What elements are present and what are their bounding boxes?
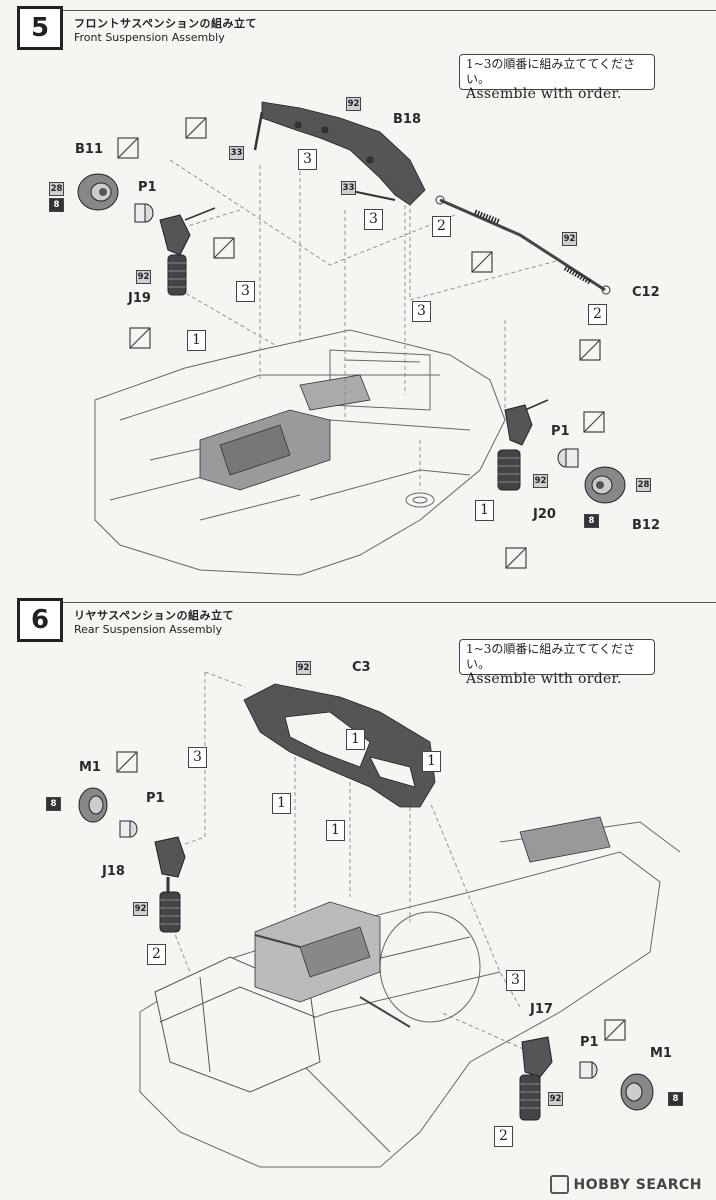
- label-m1-right: M1: [650, 1046, 672, 1061]
- label-b11: B11: [75, 142, 103, 157]
- ref-8-right: 8: [584, 514, 599, 528]
- step-title-en: Rear Suspension Assembly: [74, 623, 223, 636]
- j17-upright: [519, 1036, 553, 1121]
- ref-28-left: 28: [49, 182, 64, 196]
- label-b18: B18: [393, 112, 421, 127]
- no-glue-icons: [116, 751, 626, 1041]
- order-1-b: 1: [475, 500, 494, 521]
- hobby-search-logo-icon: [549, 1175, 569, 1194]
- step-number: 6: [17, 598, 63, 642]
- watermark-text: HOBBY SEARCH: [573, 1176, 702, 1193]
- ref-92-c3: 92: [296, 661, 311, 675]
- label-b12: B12: [632, 518, 660, 533]
- step-title-jp: リヤサスペンションの組み立て: [74, 609, 235, 622]
- order-3-a: 3: [298, 149, 317, 170]
- j20-upright: [497, 399, 549, 491]
- note-en: Assemble with order.: [466, 86, 622, 102]
- no-glue-icons: [117, 117, 605, 569]
- m1-hub-right: [620, 1073, 654, 1111]
- engine-block: [199, 374, 371, 491]
- order-2-a: 2: [432, 216, 451, 237]
- label-p1-right: P1: [580, 1035, 599, 1050]
- b11-hub: [77, 173, 119, 211]
- order-1-b: 1: [422, 751, 441, 772]
- c12-tie-rod: [435, 195, 611, 295]
- label-c3: C3: [352, 660, 371, 675]
- label-m1-left: M1: [79, 760, 101, 775]
- label-j20: J20: [533, 507, 556, 522]
- step-6: 6 リヤサスペンションの組み立て Rear Suspension Assembl…: [0, 592, 716, 1200]
- m1-hub-left: [78, 787, 108, 823]
- assembly-order-note: 1~3の順番に組み立ててください。 Assemble with order.: [459, 639, 655, 687]
- order-1-d: 1: [326, 820, 345, 841]
- step-5: 5 フロントサスペンションの組み立て Front Suspension Asse…: [0, 0, 716, 590]
- label-c12: C12: [632, 285, 660, 300]
- ref-92-j20: 92: [533, 474, 548, 488]
- label-p1-left: P1: [146, 791, 165, 806]
- order-1-a: 1: [346, 729, 365, 750]
- assembly-order-note: 1~3の順番に組み立ててください。 Assemble with order.: [459, 54, 655, 102]
- label-j19: J19: [128, 291, 151, 306]
- ref-28-right: 28: [636, 478, 651, 492]
- label-j17: J17: [530, 1002, 553, 1017]
- order-2-a: 2: [147, 944, 166, 965]
- rear-suspension-drawing: [78, 671, 681, 1168]
- step-divider: [63, 10, 716, 11]
- ref-92-b18: 92: [346, 97, 361, 111]
- watermark: HOBBY SEARCH: [549, 1175, 702, 1194]
- b12-hub: [584, 466, 626, 504]
- label-p1-left: P1: [138, 180, 157, 195]
- note-en: Assemble with order.: [466, 671, 622, 687]
- note-jp: 1~3の順番に組み立ててください。: [466, 57, 635, 86]
- ref-92-j17: 92: [548, 1092, 563, 1106]
- p1-collar-right: [579, 1061, 598, 1079]
- ref-33-top: 33: [229, 146, 244, 160]
- order-2-b: 2: [494, 1126, 513, 1147]
- p1-collar-left: [134, 203, 154, 223]
- step-number: 5: [17, 6, 63, 50]
- rear-diff: [254, 816, 611, 1003]
- order-1-a: 1: [187, 330, 206, 351]
- order-1-c: 1: [272, 793, 291, 814]
- step-title-en: Front Suspension Assembly: [74, 31, 225, 44]
- order-3-b: 3: [506, 970, 525, 991]
- ref-92-j18: 92: [133, 902, 148, 916]
- note-jp: 1~3の順番に組み立ててください。: [466, 642, 635, 671]
- order-3-d: 3: [412, 301, 431, 322]
- order-3-b: 3: [364, 209, 383, 230]
- ref-33-mid: 33: [341, 181, 356, 195]
- label-p1-right: P1: [551, 424, 570, 439]
- p1-collar-right: [557, 448, 579, 468]
- ref-8-left: 8: [49, 198, 64, 212]
- front-suspension-drawing: [77, 101, 626, 576]
- label-j18: J18: [102, 864, 125, 879]
- ref-8-left: 8: [46, 797, 61, 811]
- j19-upright: [159, 207, 216, 296]
- order-3-c: 3: [236, 281, 255, 302]
- b18-part: [261, 101, 426, 206]
- step-title-jp: フロントサスペンションの組み立て: [74, 17, 258, 30]
- ref-8-right: 8: [668, 1092, 683, 1106]
- c3-subframe: [243, 683, 436, 808]
- ref-92-c12: 92: [562, 232, 577, 246]
- order-2-b: 2: [588, 304, 607, 325]
- j18-upright: [154, 836, 186, 933]
- ref-92-j19: 92: [136, 270, 151, 284]
- order-3-a: 3: [188, 747, 207, 768]
- step-divider: [63, 602, 716, 603]
- p1-collar-left: [119, 820, 138, 838]
